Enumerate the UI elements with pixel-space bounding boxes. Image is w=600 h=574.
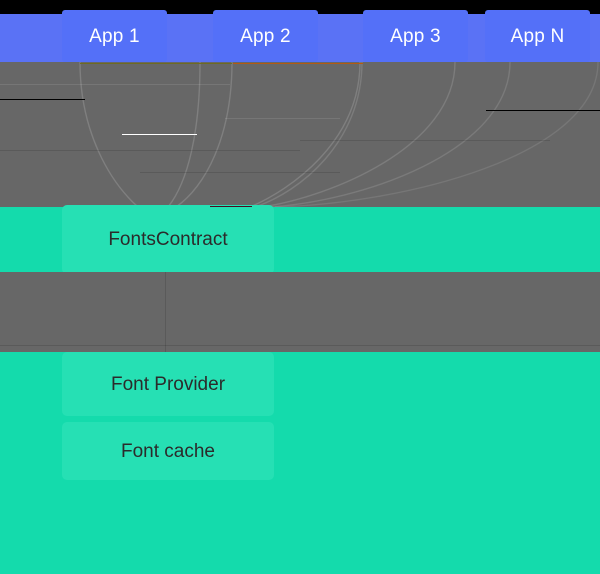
font-provider-box[interactable]: Font Provider [62, 352, 274, 416]
app-label-app-2: App 2 [240, 25, 291, 47]
connector-region-band [0, 62, 600, 207]
app-label-app-1: App 1 [89, 25, 140, 47]
font-cache-label: Font cache [121, 440, 215, 462]
app-label-app-3: App 3 [390, 25, 441, 47]
app-box-app-2[interactable]: App 2 [213, 10, 318, 62]
app-label-app-n: App N [510, 25, 565, 47]
base-layer-band [0, 482, 600, 574]
font-provider-label: Font Provider [110, 373, 226, 395]
fonts-contract-box[interactable]: FontsContract [62, 205, 274, 274]
framework-gap-band [0, 272, 600, 352]
app-box-app-n[interactable]: App N [485, 10, 590, 62]
font-cache-box[interactable]: Font cache [62, 422, 274, 480]
app-box-app-1[interactable]: App 1 [62, 10, 167, 62]
app-box-app-3[interactable]: App 3 [363, 10, 468, 62]
connector-curves [79, 62, 599, 207]
fonts-contract-label: FontsContract [108, 229, 228, 250]
